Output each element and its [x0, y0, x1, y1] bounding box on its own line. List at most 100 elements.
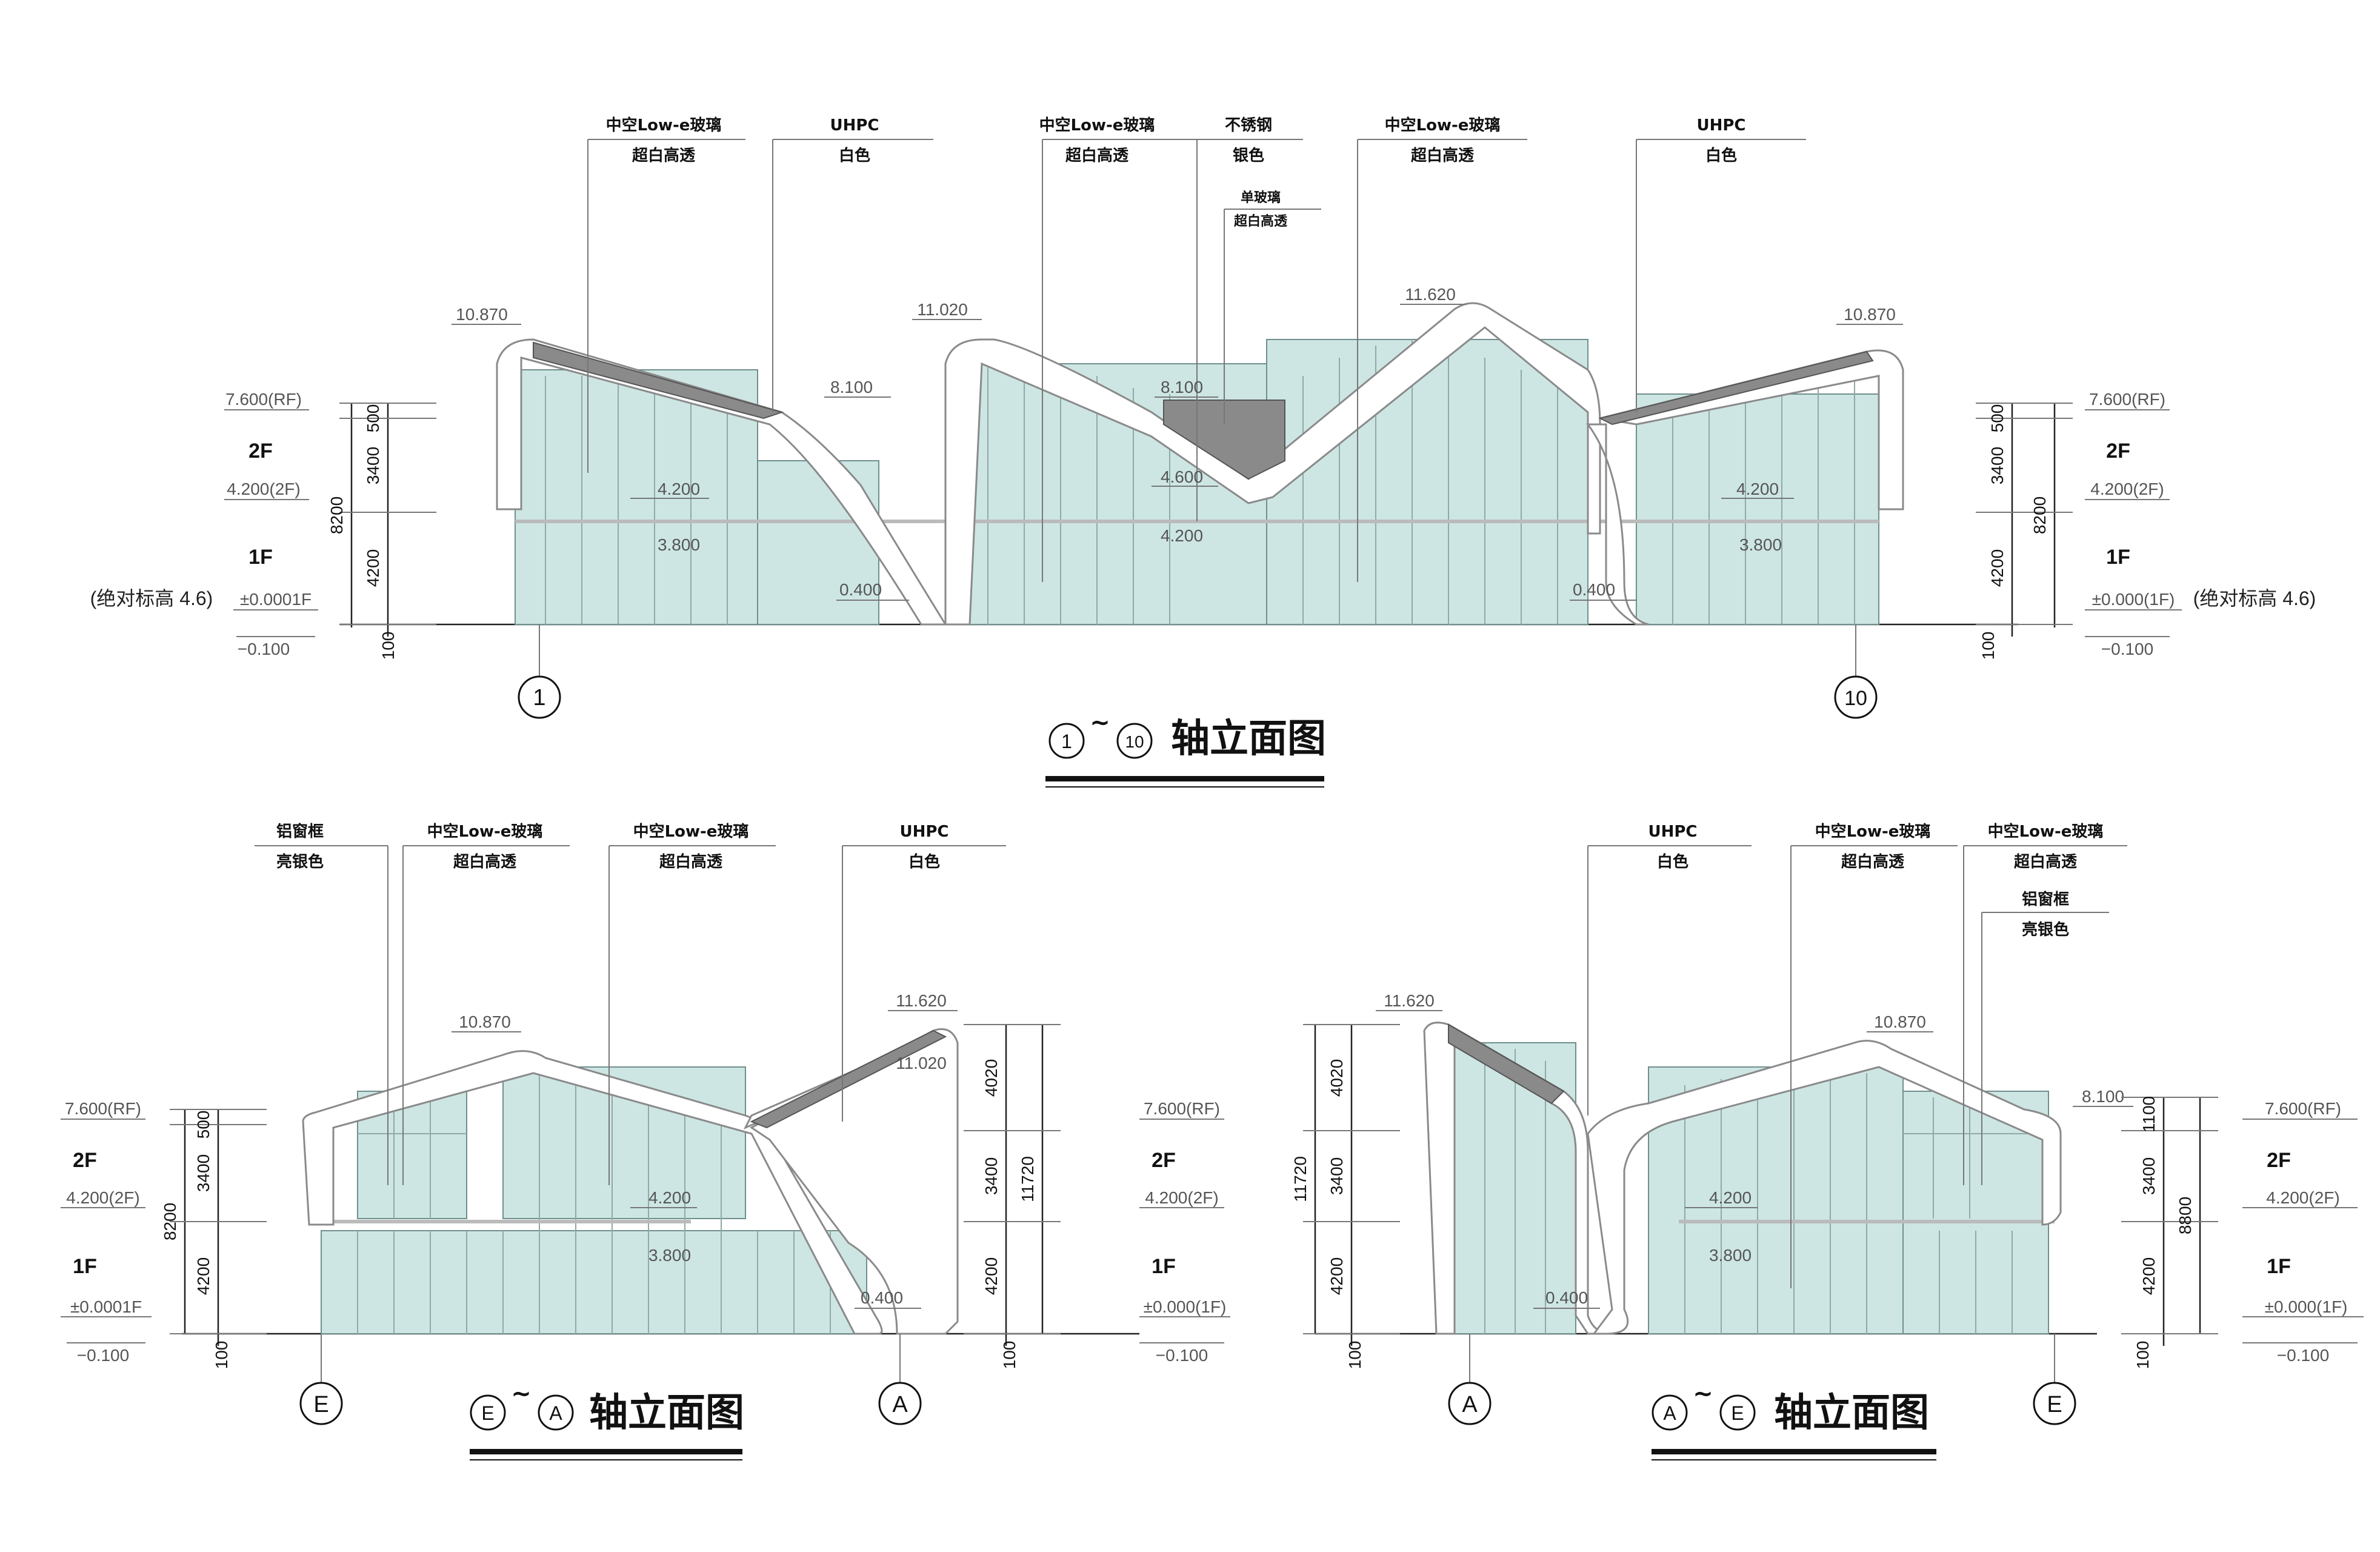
elev-mark: 4.200: [658, 480, 700, 498]
steel-soffit: [1163, 400, 1285, 480]
dim-3400: 3400: [194, 1154, 213, 1192]
level-ground: −0.100: [238, 640, 290, 658]
dim-500: 500: [1988, 404, 2007, 433]
callout-3-line1: 中空Low-e玻璃: [1039, 116, 1155, 135]
elev-mark: 8.100: [830, 378, 873, 396]
callout-5-line2: 超白高透: [1411, 146, 1475, 165]
elevation-marks-e-a: 10.870 11.620 11.020 4.200 3.800 0.400: [452, 991, 958, 1309]
elevation-title: 轴立面图: [1171, 717, 1326, 761]
dim-100: 100: [1979, 632, 1998, 660]
dim-4200: 4200: [2139, 1257, 2158, 1295]
level-2f: 4.200(2F): [227, 480, 300, 498]
elev-mark: 11.020: [896, 1054, 947, 1072]
callout-3-line2: 超白高透: [1065, 146, 1129, 165]
axis-bubble-A: [1448, 1382, 1492, 1425]
title-axis-label: 1: [1061, 731, 1072, 752]
level-ground: −0.100: [77, 1346, 129, 1365]
axis-label: 1: [533, 685, 545, 711]
axis-label: E: [313, 1392, 328, 1417]
title-axis-label: A: [1663, 1402, 1676, 1424]
levels-left-top: 7.600(RF) 2F 4.200(2F) 1F (绝对标高 4.6) ±0.…: [90, 390, 318, 658]
dim-3400: 3400: [1988, 447, 2007, 484]
elev-mark: 10.870: [1874, 1012, 1926, 1031]
glass-wall-left: [515, 369, 758, 625]
callout-line2: 亮银色: [2022, 920, 2069, 939]
title-axis-label: A: [549, 1402, 562, 1424]
axis-bubble-A: [878, 1382, 922, 1425]
dim-4200: 4200: [982, 1257, 1001, 1295]
dim-3400: 3400: [982, 1157, 1001, 1195]
elev-mark: 11.020: [917, 300, 968, 319]
dim-500: 500: [194, 1111, 213, 1139]
callout-1-line1: 中空Low-e玻璃: [606, 116, 722, 135]
elev-mark: 0.400: [1573, 580, 1615, 599]
title-axis-label: E: [481, 1402, 494, 1424]
elevation-A-E: UHPC 白色 中空Low-e玻璃 超白高透 中空Low-e玻璃 超白高透 铝窗…: [1291, 822, 2364, 1460]
dim-8200: 8200: [2030, 497, 2049, 534]
level-ground: −0.100: [2277, 1346, 2329, 1365]
axis-bubble-10: [1834, 675, 1878, 719]
level-1f: ±0.0001F: [240, 590, 312, 609]
callout-5-line1: 中空Low-e玻璃: [1385, 116, 1501, 135]
elev-mark: 10.870: [456, 305, 508, 324]
level-2f: 4.200(2F): [2090, 480, 2164, 498]
floor-1f: 1F: [248, 546, 273, 569]
callout-line1: 中空Low-e玻璃: [427, 822, 543, 841]
callout-line1: 中空Low-e玻璃: [1988, 822, 2104, 841]
callout-line2: 超白高透: [453, 852, 517, 871]
axis-label: A: [892, 1392, 908, 1417]
title-axis-bubble-a: [1048, 723, 1085, 759]
levels-right-top: 7.600(RF) 2F 4.200(2F) 1F ±0.000(1F) (绝对…: [2085, 390, 2316, 658]
level-rf: 7.600(RF): [2089, 390, 2165, 409]
level-2f: 4.200(2F): [1145, 1188, 1218, 1207]
dim-4020: 4020: [982, 1059, 1001, 1097]
dim-4020: 4020: [1327, 1059, 1346, 1097]
title-axis-bubble-a: [1652, 1394, 1688, 1431]
callout-line2: 超白高透: [2014, 852, 2078, 871]
absolute-level: (绝对标高 4.6): [90, 587, 213, 609]
levels-right-e-a: 7.600(RF) 2F 4.200(2F) 1F ±0.000(1F) −0.…: [1139, 1099, 1230, 1365]
callout-line1: 中空Low-e玻璃: [633, 822, 749, 841]
tilde: ~: [511, 1380, 532, 1408]
title-axis-bubble-b: [1116, 723, 1153, 759]
elev-mark: 4.600: [1161, 467, 1203, 486]
level-ground: −0.100: [1156, 1346, 1208, 1365]
callouts-top: 中空Low-e玻璃 超白高透 UHPC 白色 中空Low-e玻璃 超白高透 不锈…: [587, 116, 1806, 582]
callout-4-line1: 不锈钢: [1225, 116, 1272, 135]
glass-wall-center-right: [1266, 339, 1588, 625]
wing-soffit: [1448, 1023, 1565, 1105]
elev-mark: 10.870: [459, 1012, 511, 1031]
roof-soffit-left: [533, 341, 784, 420]
level-rf: 7.600(RF): [2265, 1099, 2341, 1118]
elev-mark: 0.400: [861, 1288, 903, 1307]
level-1f: ±0.000(1F): [1144, 1297, 1227, 1316]
elev-mark: 0.400: [839, 580, 882, 599]
elevation-marks-top: 10.870 8.100 11.020 8.100 11.620 10.870 …: [452, 285, 1903, 601]
level-rf: 7.600(RF): [65, 1099, 141, 1118]
dim-8800: 8800: [2176, 1197, 2195, 1234]
dim-11720: 11720: [1018, 1156, 1037, 1202]
title-axis-bubble-a: [470, 1394, 506, 1431]
callout-line2: 白色: [908, 852, 940, 871]
levels-left-e-a: 7.600(RF) 2F 4.200(2F) 1F ±0.0001F −0.10…: [61, 1099, 152, 1365]
mullions-top: [545, 340, 1855, 624]
dim-100: 100: [1345, 1341, 1364, 1370]
callout-line2: 白色: [1657, 852, 1688, 871]
mullions-e-a: [357, 1073, 831, 1334]
elev-mark: 4.200: [1161, 526, 1203, 545]
dim-1100: 1100: [2139, 1096, 2158, 1132]
dims-left-top: 500 3400 4200 8200 100: [327, 403, 436, 660]
absolute-level: (绝对标高 4.6): [2193, 587, 2316, 609]
axis-label: E: [2047, 1392, 2062, 1417]
elev-mark: 4.200: [1709, 1188, 1752, 1207]
elevation-E-A: 铝窗框 亮银色 中空Low-e玻璃 超白高透 中空Low-e玻璃 超白高透 UH…: [61, 822, 1230, 1460]
uhpc-column-right: [1586, 423, 1649, 626]
callout-line2: 亮银色: [276, 852, 324, 871]
level-1f: ±0.000(1F): [2092, 590, 2175, 609]
roof-shell-right: [1587, 1040, 2062, 1335]
dims-left-a-e: 4020 3400 4200 11720 100: [1291, 1024, 1400, 1370]
elev-mark: 3.800: [1709, 1246, 1752, 1265]
level-1f: ±0.000(1F): [2265, 1297, 2348, 1316]
elev-mark: 4.200: [648, 1188, 691, 1207]
